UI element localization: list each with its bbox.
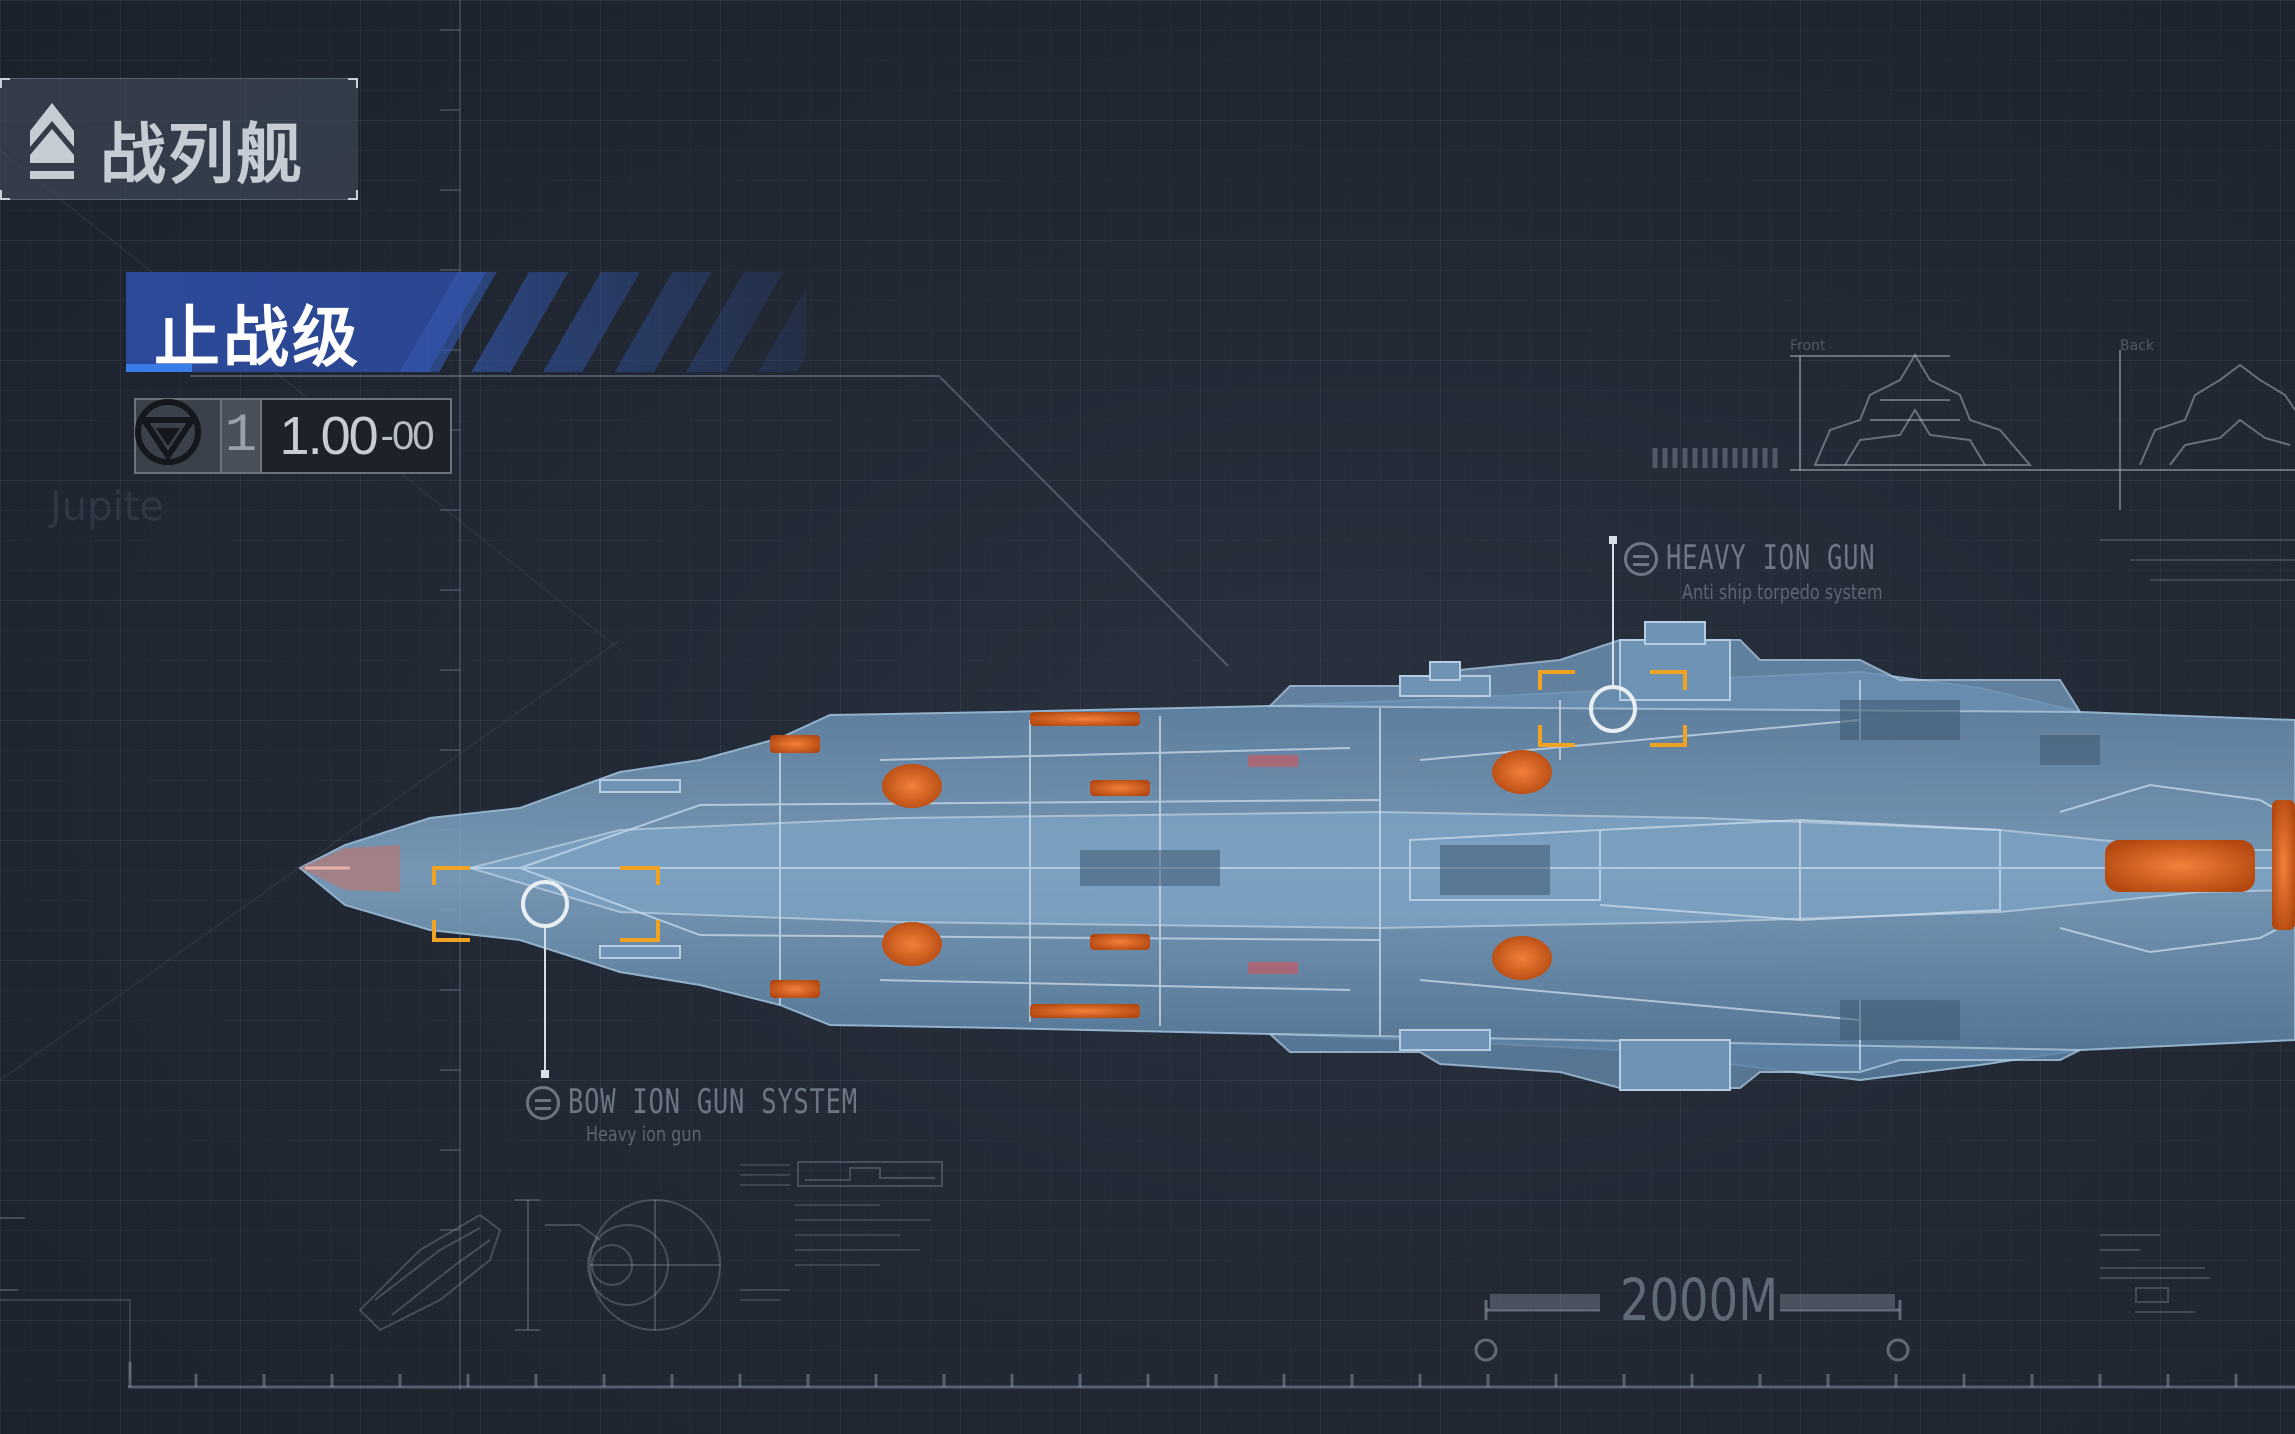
- target-bracket-bow-ion-gun[interactable]: [432, 866, 660, 942]
- scale-label: 2000M: [1620, 1266, 1779, 1334]
- ghost-text-jupiter: Jupite: [50, 484, 164, 530]
- left-ruler: [440, 0, 461, 1390]
- callout-title-heavy-ion-gun[interactable]: HEAVY ION GUN: [1666, 538, 1876, 578]
- ship-tier: 1: [222, 398, 260, 474]
- faction-emblem: [134, 398, 222, 474]
- ship-class-label: 战列舰: [100, 117, 304, 191]
- schematic-decor: [0, 1161, 943, 1380]
- weapon-system-icon: [526, 1086, 560, 1120]
- ship-class-header: 战列舰: [0, 78, 358, 200]
- banner-underline: [190, 375, 940, 377]
- data-block-decor: [2100, 1234, 2210, 1313]
- hot-components: [770, 712, 2295, 1018]
- callout-subtitle-bow-ion-gun: Heavy ion gun: [586, 1122, 702, 1146]
- bottom-ruler: [128, 1362, 2295, 1389]
- callout-subtitle-heavy-ion-gun: Anti ship torpedo system: [1682, 580, 1883, 604]
- banner-stripes: [386, 272, 806, 372]
- faction-emblem-icon: [135, 399, 201, 465]
- frame-corner: [0, 78, 10, 88]
- banner-leader-line: [939, 376, 1229, 667]
- battleship-hull: [298, 621, 2295, 1091]
- elevation-drawings: [1652, 350, 2295, 581]
- weapon-system-icon: [1624, 542, 1658, 576]
- bow-ion-gun-marker[interactable]: [521, 880, 569, 928]
- ship-name-banner: 止战级: [126, 272, 806, 374]
- frame-corner: [0, 190, 10, 200]
- ship-name: 止战级: [154, 300, 361, 374]
- ship-version-sub: -00: [380, 413, 435, 458]
- rank-chevron-icon: [30, 103, 74, 179]
- frame-corner: [348, 78, 358, 88]
- banner-accent: [126, 364, 192, 372]
- scale-bar: [1474, 1294, 1910, 1362]
- ship-stats: 1 1.00 -00: [134, 398, 452, 474]
- ship-version: 1.00 -00: [260, 398, 452, 474]
- callout-title-bow-ion-gun[interactable]: BOW ION GUN SYSTEM: [568, 1082, 858, 1122]
- heavy-ion-gun-marker[interactable]: [1589, 685, 1637, 733]
- target-bracket-heavy-ion-gun[interactable]: [1538, 670, 1687, 747]
- tiny-label-back: Back: [2120, 338, 2154, 354]
- frame-corner: [348, 190, 358, 200]
- tiny-label-front: Front: [1790, 338, 1826, 354]
- ship-version-main: 1.00: [279, 406, 379, 466]
